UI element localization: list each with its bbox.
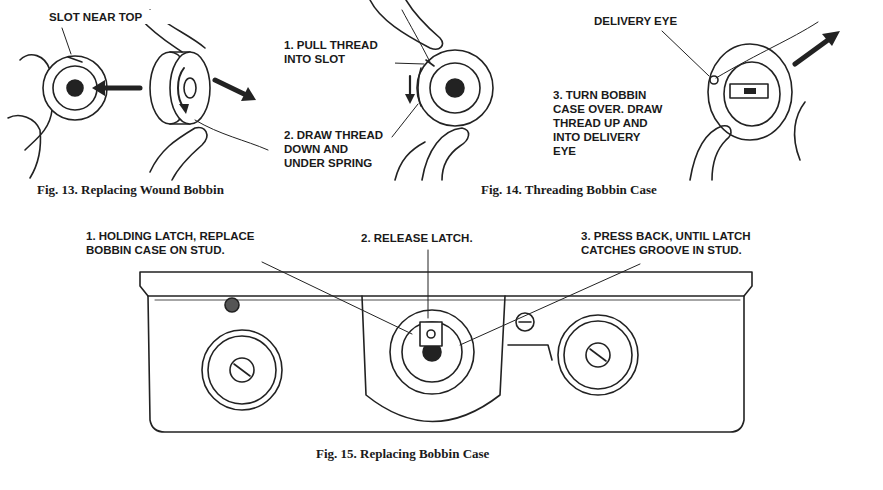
turned-bobbin-case bbox=[822, 31, 840, 46]
threading-bobbin-case bbox=[392, 104, 418, 137]
turned-bobbin-case bbox=[795, 40, 828, 64]
machine-bed bbox=[208, 336, 276, 404]
bobbin-case-hand bbox=[8, 28, 107, 178]
machine-bed bbox=[362, 296, 505, 422]
turned-bobbin-case bbox=[730, 84, 768, 98]
figure-caption: Fig. 14. Threading Bobbin Case bbox=[480, 182, 658, 198]
bobbin-case-hand bbox=[53, 66, 97, 110]
machine-bed bbox=[586, 343, 610, 367]
turned-bobbin-case bbox=[662, 31, 709, 76]
turned-bobbin-case bbox=[724, 62, 780, 126]
machine-bed bbox=[234, 364, 250, 376]
turned-bobbin-case bbox=[795, 102, 805, 160]
part-label: DELIVERY EYE bbox=[593, 14, 705, 28]
machine-bed bbox=[155, 300, 740, 301]
wound-bobbin bbox=[241, 87, 256, 101]
machine-bed bbox=[428, 250, 429, 318]
machine-bed bbox=[519, 321, 531, 323]
step-label: 2. DRAW THREAD DOWN AND UNDER SPRING bbox=[283, 128, 391, 170]
wound-bobbin bbox=[184, 78, 196, 98]
bobbin-case-hand bbox=[67, 80, 83, 96]
threading-bobbin-case bbox=[405, 94, 415, 104]
step-label: 1. HOLDING LATCH, REPLACE BOBBIN CASE ON… bbox=[85, 229, 302, 257]
machine-bed bbox=[140, 250, 752, 432]
machine-bed bbox=[140, 272, 752, 296]
wound-bobbin bbox=[178, 68, 184, 108]
machine-bed bbox=[262, 262, 412, 334]
insert-arrow bbox=[92, 80, 140, 96]
threading-bobbin-case bbox=[409, 76, 411, 96]
wound-bobbin bbox=[170, 52, 210, 124]
step-label: 3. TURN BOBBIN CASE OVER. DRAW THREAD UP… bbox=[552, 88, 666, 158]
insert-arrow bbox=[104, 86, 140, 91]
part-label: SLOT NEAR TOP bbox=[48, 10, 180, 24]
figure-caption: Fig. 15. Replacing Bobbin Case bbox=[315, 446, 490, 462]
machine-bed bbox=[427, 330, 435, 338]
machine-bed bbox=[148, 296, 744, 432]
turned-bobbin-case bbox=[708, 44, 792, 140]
turned-bobbin-case bbox=[744, 88, 756, 94]
bobbin-case-hand bbox=[62, 28, 71, 54]
wound-bobbin bbox=[140, 10, 268, 180]
machine-bed bbox=[402, 322, 462, 382]
threading-bobbin-case bbox=[430, 63, 480, 113]
machine-bed bbox=[558, 315, 638, 395]
step-label: 1. PULL THREAD INTO SLOT bbox=[283, 38, 395, 66]
turned-bobbin-case bbox=[690, 126, 731, 180]
turned-bobbin-case bbox=[716, 22, 818, 78]
threading-bobbin-case bbox=[418, 68, 421, 106]
bobbin-case-hand bbox=[8, 116, 41, 178]
machine-bed bbox=[225, 298, 239, 312]
wound-bobbin bbox=[195, 120, 268, 150]
bobbin-case-hand bbox=[43, 56, 107, 120]
machine-bed bbox=[460, 264, 640, 345]
machine-bed bbox=[590, 349, 606, 361]
threading-bobbin-case bbox=[395, 142, 425, 180]
threading-bobbin-case bbox=[446, 79, 464, 97]
machine-bed bbox=[420, 322, 442, 346]
insert-arrow bbox=[92, 80, 105, 96]
turned-bobbin-case bbox=[662, 22, 840, 180]
machine-bed bbox=[390, 310, 474, 394]
machine-bed bbox=[202, 330, 282, 410]
figure-caption: Fig. 13. Replacing Wound Bobbin bbox=[36, 182, 225, 198]
threading-bobbin-case bbox=[422, 128, 469, 180]
machine-bed bbox=[230, 358, 254, 382]
wound-bobbin bbox=[215, 80, 244, 94]
bobbin-case-hand bbox=[68, 57, 82, 62]
threading-bobbin-case bbox=[417, 50, 493, 126]
machine-bed bbox=[564, 321, 632, 389]
wound-bobbin bbox=[179, 104, 189, 114]
step-label: 2. RELEASE LATCH. bbox=[360, 231, 512, 245]
machine-bed bbox=[508, 345, 552, 360]
step-label: 3. PRESS BACK, UNTIL LATCH CATCHES GROOV… bbox=[580, 229, 797, 257]
wound-bobbin bbox=[150, 127, 207, 180]
threading-bobbin-case bbox=[402, 10, 430, 62]
